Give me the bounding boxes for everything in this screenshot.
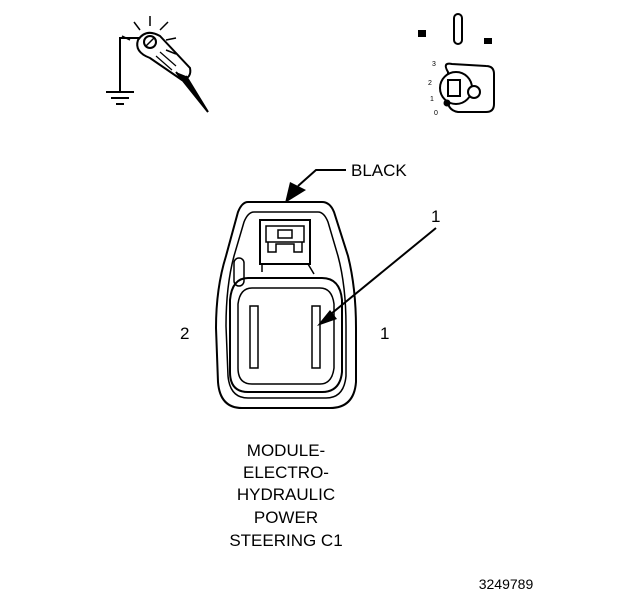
connector-c1 (214, 201, 357, 409)
caption-line-5: STEERING C1 (229, 531, 342, 550)
ignition-pos-0: 0 (434, 110, 438, 117)
pin-1-leader: 1 (317, 207, 440, 326)
figure-number: 3249789 (479, 576, 534, 592)
color-label: BLACK (351, 161, 407, 180)
caption-line-3: HYDRAULIC (237, 485, 335, 504)
caption-line-1: MODULE- (247, 441, 325, 460)
ignition-pos-1: 1 (430, 96, 434, 103)
caption-line-2: ELECTRO- (243, 463, 329, 482)
ignition-key-icon: 3 2 1 0 (418, 13, 495, 117)
caption-line-4: POWER (254, 508, 318, 527)
terminal-1-label: 1 (380, 324, 389, 343)
ignition-pos-2: 2 (428, 80, 432, 87)
ignition-pos-3: 3 (432, 61, 436, 68)
terminal-2-label: 2 (180, 324, 189, 343)
test-probe-icon (106, 16, 209, 113)
color-callout: BLACK (285, 161, 407, 203)
connector-caption: MODULE- ELECTRO- HYDRAULIC POWER STEERIN… (229, 441, 342, 550)
pin-1-indicator: 1 (431, 207, 440, 226)
